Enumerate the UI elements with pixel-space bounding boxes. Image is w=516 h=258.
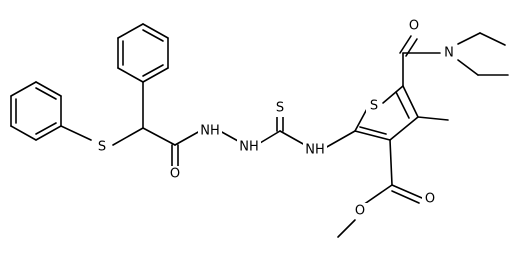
hydrazide-thiourea-chain xyxy=(219,115,306,146)
hydrazide-nh-1-label: NH xyxy=(200,124,220,139)
thioether-linkage xyxy=(60,81,176,146)
thiophene-sulfur-label: S xyxy=(370,99,378,114)
thiocarbonyl-sulfur-label: S xyxy=(276,101,284,116)
ester-carbonyl-oxygen-label: O xyxy=(425,192,435,207)
amide-carbonyl-left xyxy=(171,130,201,169)
thioether-sulfur-label: S xyxy=(98,140,106,155)
phenyl-ring-top xyxy=(117,23,169,83)
diethylamine-nitrogen-label: N xyxy=(444,46,454,61)
diethylamide-group xyxy=(399,32,509,87)
thiophene-ring xyxy=(324,85,419,149)
methyl-ester-group xyxy=(337,139,423,238)
thiourea-nh-label: NH xyxy=(305,143,325,158)
hydrazide-nh-2-label: NH xyxy=(239,140,259,155)
methyl-group xyxy=(417,116,449,121)
phenyl-ring-left xyxy=(10,81,62,141)
amide-oxygen-right-label: O xyxy=(409,19,419,34)
ester-ether-oxygen-label: O xyxy=(355,204,365,219)
amide-oxygen-left-label: O xyxy=(170,167,180,182)
